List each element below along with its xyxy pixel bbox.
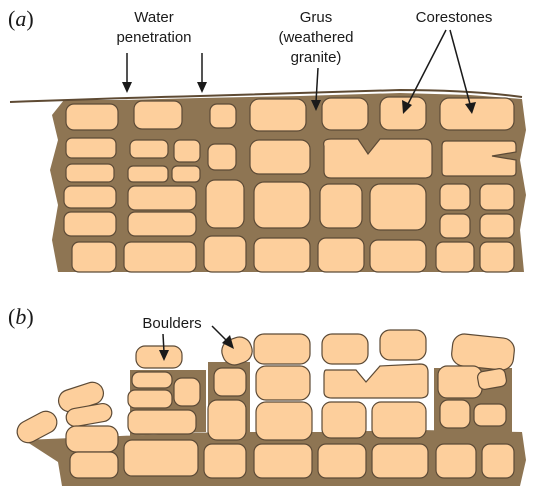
corestone: [318, 238, 364, 272]
boulder: [372, 444, 428, 478]
grus-label-line2: (weathered: [278, 29, 353, 46]
boulder: [254, 334, 310, 364]
corestone: [250, 140, 310, 174]
grus-label-line1: Grus: [300, 9, 333, 26]
panel-a: (a): [8, 6, 526, 272]
boulder: [440, 400, 470, 428]
panel-b-label: (b): [8, 304, 34, 329]
corestone: [320, 184, 362, 228]
corestone: [370, 240, 426, 272]
corestone: [66, 104, 118, 130]
corestone: [64, 212, 116, 236]
water-label-line1: Water: [134, 9, 173, 26]
boulder: [436, 444, 476, 478]
boulder: [204, 444, 246, 478]
corestone: [206, 180, 244, 228]
corestone: [440, 184, 470, 210]
corestone: [442, 141, 516, 176]
boulder: [380, 330, 426, 360]
corestone: [250, 99, 306, 131]
water-arrow-right: [197, 53, 207, 93]
boulder: [128, 390, 172, 408]
boulder: [324, 364, 428, 398]
corestone: [440, 98, 514, 130]
water-label-line2: penetration: [116, 29, 191, 46]
corestone: [134, 101, 182, 129]
boulder: [482, 444, 514, 478]
boulder: [256, 366, 310, 400]
corestone: [480, 214, 514, 238]
corestone: [210, 104, 236, 128]
corestones-label: Corestones: [416, 9, 493, 26]
boulder: [132, 372, 172, 388]
boulder: [214, 368, 246, 396]
boulder: [322, 402, 366, 438]
corestone: [174, 140, 200, 162]
grus-label-line3: granite): [291, 49, 342, 66]
boulder: [128, 410, 196, 434]
boulders-label: Boulders: [142, 315, 201, 332]
boulder: [70, 452, 118, 478]
corestone: [254, 182, 310, 228]
panel-a-label: (a): [8, 6, 34, 31]
boulder: [136, 346, 182, 368]
corestone: [128, 212, 196, 236]
corestone: [128, 186, 196, 210]
corestone: [124, 242, 196, 272]
boulder: [124, 440, 198, 476]
corestone: [172, 166, 200, 182]
boulder: [474, 404, 506, 426]
corestone: [130, 140, 168, 158]
corestone: [66, 138, 116, 158]
boulder: [174, 378, 200, 406]
boulder: [372, 402, 426, 438]
corestone: [66, 164, 114, 182]
corestone: [72, 242, 116, 272]
corestone: [324, 139, 432, 178]
corestone: [64, 186, 116, 208]
boulder: [66, 426, 118, 452]
corestone: [208, 144, 236, 170]
corestone: [480, 184, 514, 210]
boulder: [256, 402, 312, 440]
boulder: [208, 400, 246, 440]
corestone: [322, 98, 368, 130]
corestone: [128, 166, 168, 182]
corestone: [440, 214, 470, 238]
boulder: [318, 444, 366, 478]
corestone: [254, 238, 310, 272]
boulder: [322, 334, 368, 364]
boulder: [438, 366, 482, 398]
panel-b: (b): [8, 304, 526, 486]
corestone: [480, 242, 514, 272]
water-arrow-left: [122, 53, 132, 93]
corestone: [370, 184, 426, 230]
boulder: [254, 444, 312, 478]
corestone: [204, 236, 246, 272]
corestone: [436, 242, 474, 272]
